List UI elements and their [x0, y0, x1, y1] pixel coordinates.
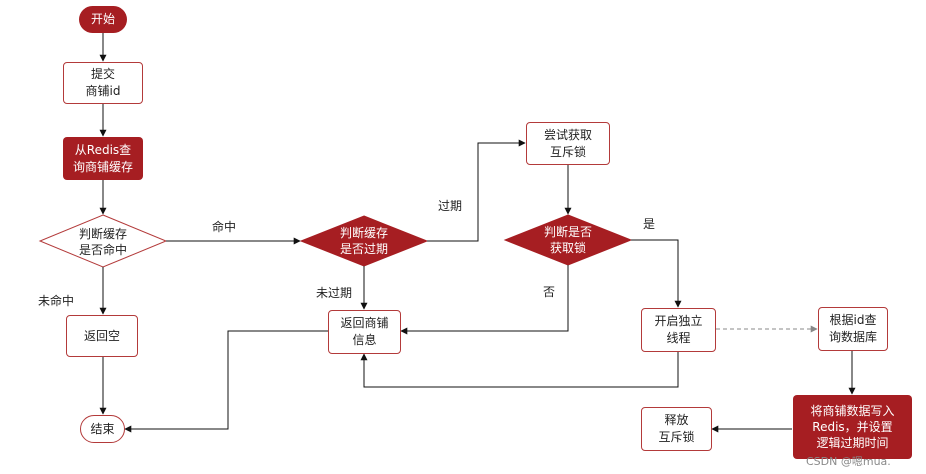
edge-return-info-to-end — [124, 330, 328, 433]
submit-shop-id-node: 提交 商铺id — [63, 62, 143, 104]
write-redis-node: 将商铺数据写入 Redis，并设置 逻辑过期时间 — [793, 395, 912, 459]
decision-cache-hit-text: 判断缓存 是否命中 — [78, 227, 127, 257]
end-node: 结束 — [80, 415, 125, 443]
query-database-node: 根据id查 询数据库 — [818, 307, 888, 351]
label-not-expired: 未过期 — [316, 286, 353, 300]
try-acquire-lock-node: 尝试获取 互斥锁 — [526, 122, 610, 165]
open-independent-thread-node: 开启独立 线程 — [641, 308, 716, 352]
edge-check-expired-to-try-lock — [427, 139, 526, 242]
edge-open-thread-to-return-info — [360, 352, 679, 388]
label-yes: 是 — [643, 217, 656, 231]
edge-check-lock-to-return-info — [400, 265, 569, 335]
label-hit: 命中 — [212, 220, 237, 234]
query-redis-cache-node: 从Redis查 询商铺缓存 — [63, 137, 143, 180]
label-expired: 过期 — [438, 199, 463, 213]
return-empty-node: 返回空 — [66, 315, 138, 357]
label-miss: 未命中 — [38, 294, 75, 308]
watermark: CSDN @嗯mua. — [806, 455, 891, 468]
decision-cache-expired-text: 判断缓存 是否过期 — [339, 226, 388, 256]
label-no: 否 — [543, 285, 556, 299]
release-lock-node: 释放 互斥锁 — [641, 407, 712, 451]
decision-lock-acquired-text: 判断是否 获取锁 — [543, 225, 592, 255]
return-shop-info-node: 返回商铺 信息 — [328, 310, 401, 354]
edge-check-lock-to-open-thread — [631, 239, 682, 308]
start-node: 开始 — [79, 6, 127, 33]
